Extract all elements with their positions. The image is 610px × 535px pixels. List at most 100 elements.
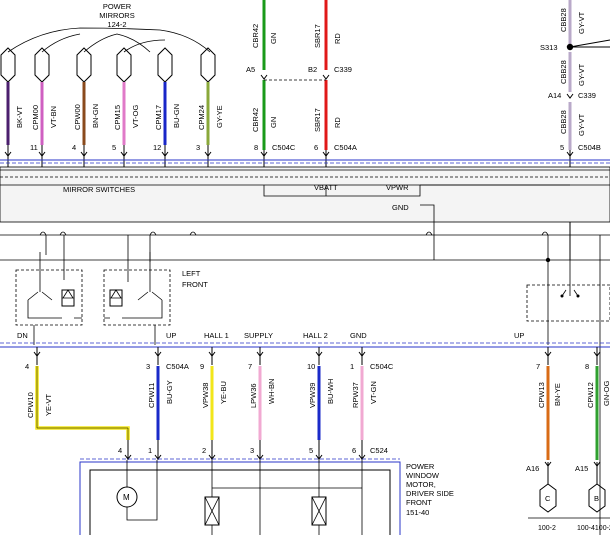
cbr-pin-bottom: 8 [254, 143, 258, 152]
right-wire-circuit: CPW13 [537, 382, 546, 408]
cbr-arrow-top [260, 74, 268, 80]
bus-hops [39, 231, 549, 236]
hall1-label: HALL 1 [204, 331, 229, 340]
junction-dot-1 [545, 257, 551, 263]
up-label-right: UP [514, 331, 524, 340]
contact-1 [27, 252, 53, 301]
cbb-arrow-low [566, 151, 574, 157]
cbb-pin-mid: A14 [548, 91, 561, 100]
motor-line-4: DRIVER SIDE [406, 489, 454, 498]
relay-coil-2-symbol [110, 289, 122, 299]
cbr-arrow-bottom [260, 151, 268, 157]
left-pin-circuit: CPM24 [197, 105, 206, 130]
sbr-lower-color: RD [333, 117, 342, 128]
left-pin-arrow [80, 151, 88, 157]
connector-pin-shape [200, 47, 216, 83]
right-wire-color: BN-YE [553, 383, 562, 406]
mid-wire-circuit: CPW11 [147, 383, 156, 408]
cbb-top-color: GY-VT [577, 11, 586, 34]
mid-bottom-pin: 5 [309, 446, 313, 455]
title-line-1: POWER [103, 2, 132, 11]
mid-pin-arrow [315, 351, 323, 357]
connector-pin-shape [34, 47, 50, 83]
cbr-pin-top: A5 [246, 65, 255, 74]
cbb-pin-low: 5 [560, 143, 564, 152]
title-line-2: MIRRORS [99, 11, 134, 20]
gnd-label: GND [392, 203, 409, 212]
front-label: FRONT [182, 280, 208, 289]
cbb-arrow-mid [566, 93, 574, 99]
connector-arc-inner-3 [123, 39, 166, 53]
mid-pin-arrow [154, 351, 162, 357]
mid-wire-color: VT-GN [369, 381, 378, 404]
left-pin-number: 4 [72, 143, 76, 152]
motor-feed-2 [126, 460, 158, 521]
right-pin-number: 7 [536, 362, 540, 371]
connector-pin-shape [0, 47, 16, 83]
connector-arc [7, 27, 211, 53]
supply-label: SUPPLY [244, 331, 273, 340]
splice-branch-2 [569, 39, 610, 48]
mirror-switches-label: MIRROR SWITCHES [63, 185, 135, 194]
motor-line-2: WINDOW [406, 471, 440, 480]
motor-ref: 151-40 [406, 508, 429, 517]
gnd-mid-label: GND [350, 331, 367, 340]
motor-block-border [79, 461, 401, 535]
motor-line-5: FRONT [406, 498, 432, 507]
mid-wire-circuit: VPW38 [201, 383, 210, 408]
motor-line-1: POWER [406, 462, 435, 471]
left-pin-arrow [120, 151, 128, 157]
contact-2-wire [104, 300, 163, 319]
connector-arc-inner-2 [83, 33, 151, 53]
mid-bottom-pin: 3 [250, 446, 254, 455]
contact-dot-2 [576, 294, 580, 298]
connector-arc-inner [41, 33, 81, 53]
sbr-pin-top: B2 [308, 65, 317, 74]
left-pin-number: 5 [112, 143, 116, 152]
left-pin-number: 12 [153, 143, 161, 152]
terminal-label: C [545, 494, 551, 503]
up-label: UP [166, 331, 176, 340]
sbr-pin-bottom: 6 [314, 143, 318, 152]
mid-pin-number: 4 [25, 362, 29, 371]
sbr-arrow-top [322, 74, 330, 80]
right-bottom-pin: A16 [526, 464, 539, 473]
connector-pin-shape [157, 47, 173, 83]
motor-m: M [123, 493, 130, 502]
mid-wire-color: YE-VT [44, 393, 53, 416]
mid-wire-color: BU-WH [326, 379, 335, 404]
left-pin-arrow [38, 151, 46, 157]
terminal-shape [588, 483, 606, 513]
terminal-label: B [594, 494, 599, 503]
sbr-arrow-bottom [322, 151, 330, 157]
mid-wire-outline [36, 366, 129, 440]
cbr-lower-circuit: CBR42 [251, 108, 260, 132]
right-pin-arrow [544, 351, 552, 357]
switch-block-far-right [526, 284, 610, 322]
dn-label: DN [17, 331, 28, 340]
left-pin-circuit: CPM00 [31, 105, 40, 130]
mid-pin-arrow [208, 351, 216, 357]
right-bottom-pin: A15 [575, 464, 588, 473]
left-pin-arrow [204, 151, 212, 157]
cbb-top-circuit: CBB28 [559, 8, 568, 32]
left-pin-color: GY-YE [215, 105, 224, 128]
right-wire-color: GN-OG [602, 380, 610, 406]
left-pin-color: VT-OG [131, 104, 140, 128]
cbb-mid-color: GY-VT [577, 63, 586, 86]
cbr-upper-circuit: CBR42 [251, 24, 260, 48]
left-pin-arrow [161, 151, 169, 157]
right-pin-number: 8 [585, 362, 589, 371]
mid-bottom-pin: 6 [352, 446, 356, 455]
left-pin-color: BK-VT [15, 105, 24, 128]
switch-block-right [103, 269, 171, 326]
cbb-connector-mid: C339 [578, 91, 596, 100]
mid-bottom-pin: 4 [118, 446, 122, 455]
cbb-low-color: GY-VT [577, 113, 586, 136]
mid-pin-arrow [256, 351, 264, 357]
mid-pin-number: 10 [307, 362, 315, 371]
mid-wire-circuit: CPW10 [26, 392, 35, 418]
hall-sensor-2-cross [311, 496, 327, 526]
contact-dot-1 [560, 294, 564, 298]
